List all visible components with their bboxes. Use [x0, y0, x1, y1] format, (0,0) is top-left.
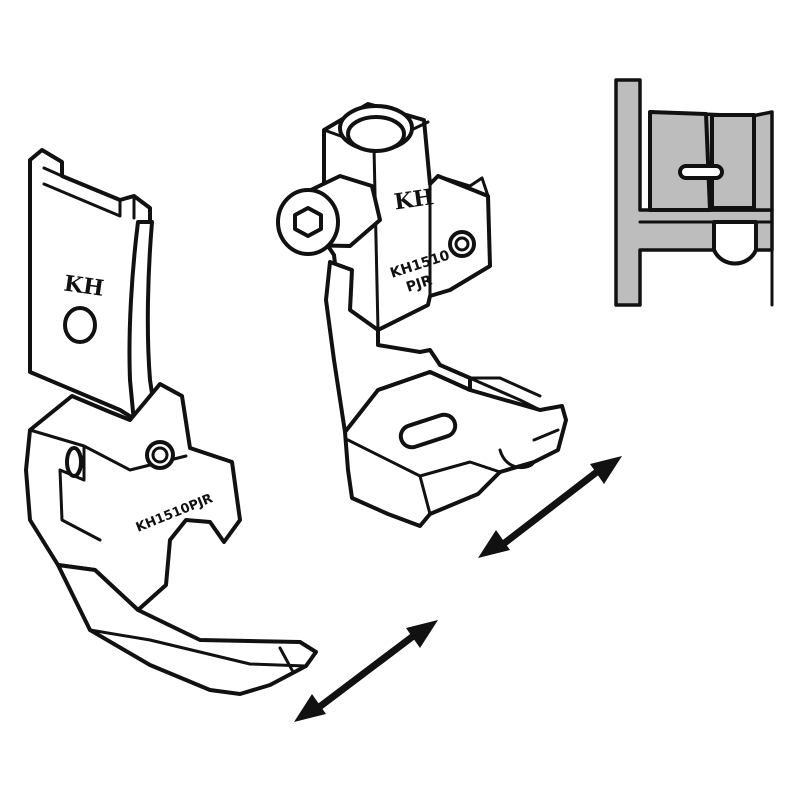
left-presser-foot: KH KH1510PJR	[24, 148, 318, 696]
inset-bottom-pin	[712, 220, 758, 266]
right-sole-edge	[346, 428, 560, 516]
right-top-bore-inner	[346, 115, 406, 153]
left-mount-hole	[63, 306, 97, 344]
hex-socket-icon	[293, 206, 323, 238]
inset-right-wall	[638, 110, 774, 307]
inset-slot-marker	[678, 164, 724, 180]
right-sole	[343, 370, 568, 528]
left-side-hole	[65, 446, 83, 478]
double-arrow-icon	[294, 620, 438, 722]
left-toe-edge	[88, 628, 308, 672]
right-logo-mark: KH	[392, 184, 435, 215]
left-screw-thread-icon	[151, 446, 169, 464]
left-shank-top-edge	[42, 166, 136, 220]
left-logo-mark: KH	[62, 271, 105, 302]
left-toe-runner	[56, 563, 318, 696]
right-screw-hole	[448, 230, 476, 258]
inset-gap	[648, 110, 712, 212]
cross-section-inset	[614, 78, 774, 307]
right-screw-thread-icon	[454, 236, 470, 252]
right-needle-slot	[398, 412, 458, 450]
right-toe-curl	[438, 363, 542, 412]
right-presser-foot: KH KH1510 PJR	[276, 102, 568, 528]
double-arrow-icon	[478, 456, 622, 558]
right-model-line2: PJR	[404, 272, 434, 295]
inset-rail	[710, 113, 756, 210]
left-screw-hole	[145, 440, 175, 470]
